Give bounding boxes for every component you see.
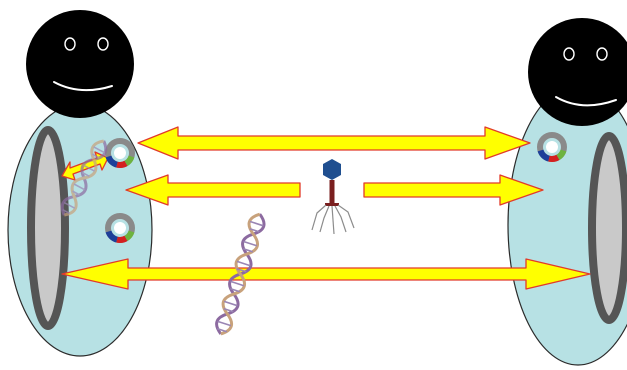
arrow-plasmid-transfer [138, 127, 530, 159]
chromosome-right [592, 136, 626, 320]
cell-left [8, 10, 152, 356]
face-left [26, 10, 134, 118]
arrow-phage-transduction-left [126, 175, 300, 205]
phage-legs [312, 205, 354, 234]
bacteriophage-icon [312, 159, 354, 234]
phage-tail [330, 180, 335, 204]
chromosome-left [31, 130, 65, 326]
phage-head [323, 159, 341, 180]
